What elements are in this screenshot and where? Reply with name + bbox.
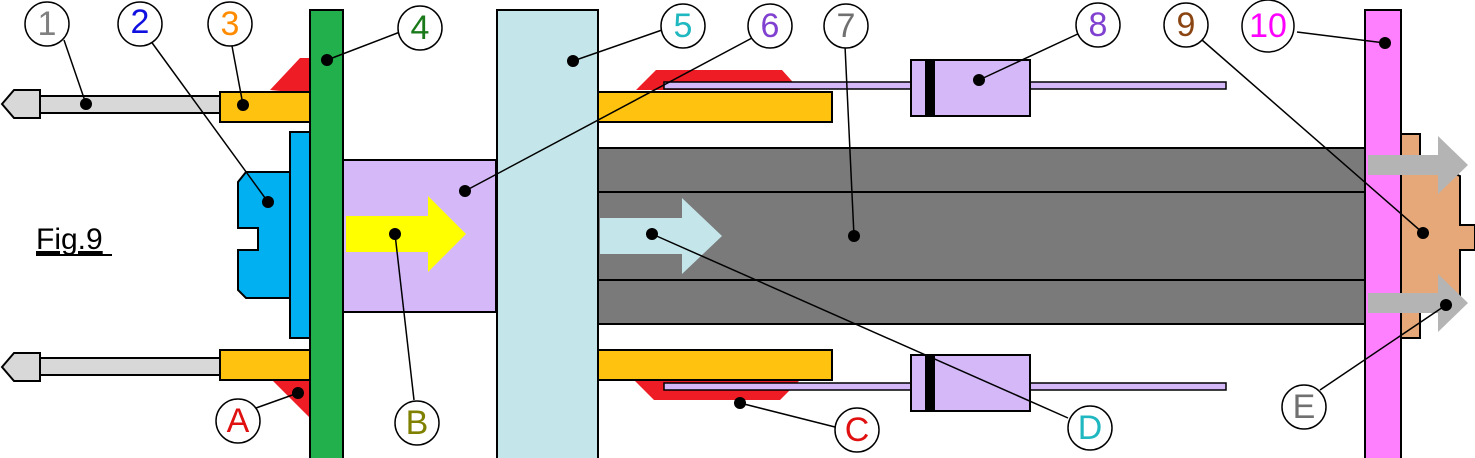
callout-circles	[24, 0, 1327, 453]
green-plate	[309, 9, 344, 458]
callout-8: 8	[1089, 6, 1108, 44]
anchor-dots	[80, 37, 1452, 409]
leader-lines	[63, 29, 1447, 428]
callout-10: 10	[1249, 7, 1287, 45]
figure-label: Fig.9	[36, 223, 103, 256]
callout-C: C	[845, 411, 870, 449]
light-blue-plate	[496, 9, 599, 458]
orange-rod-top-left	[219, 91, 311, 123]
callout-6: 6	[761, 7, 780, 45]
diode-bottom	[910, 354, 1031, 412]
callout-2: 2	[131, 3, 150, 41]
callout-A: A	[227, 402, 250, 440]
orange-rod-top-right	[597, 91, 833, 123]
callout-4: 4	[411, 9, 430, 47]
callout-E: E	[1293, 388, 1316, 426]
callout-B: B	[406, 404, 429, 442]
gray-arrow-bottom	[1368, 274, 1468, 332]
callout-D: D	[1078, 409, 1103, 447]
callout-labels: 1 2 3 4 5 6 7 8 9 10 A B C D E	[38, 3, 1316, 449]
callout-1: 1	[38, 5, 57, 43]
yellow-arrow	[346, 196, 466, 272]
red-seal-bottom-left	[270, 378, 312, 420]
orange-rod-bottom-right	[597, 349, 833, 381]
diode-top	[910, 59, 1031, 117]
light-blue-arrow	[600, 198, 722, 274]
callout-9: 9	[1177, 6, 1196, 44]
pin-top	[0, 89, 221, 119]
red-seal-top-left	[270, 58, 312, 94]
pin-bottom	[0, 352, 221, 382]
gray-arrow-top	[1368, 136, 1468, 194]
orange-rod-bottom-left	[219, 349, 311, 381]
callout-7: 7	[837, 7, 856, 45]
magenta-plate	[1364, 9, 1402, 458]
blue-cap	[237, 131, 315, 339]
callout-3: 3	[221, 5, 240, 43]
callout-5: 5	[674, 7, 693, 45]
